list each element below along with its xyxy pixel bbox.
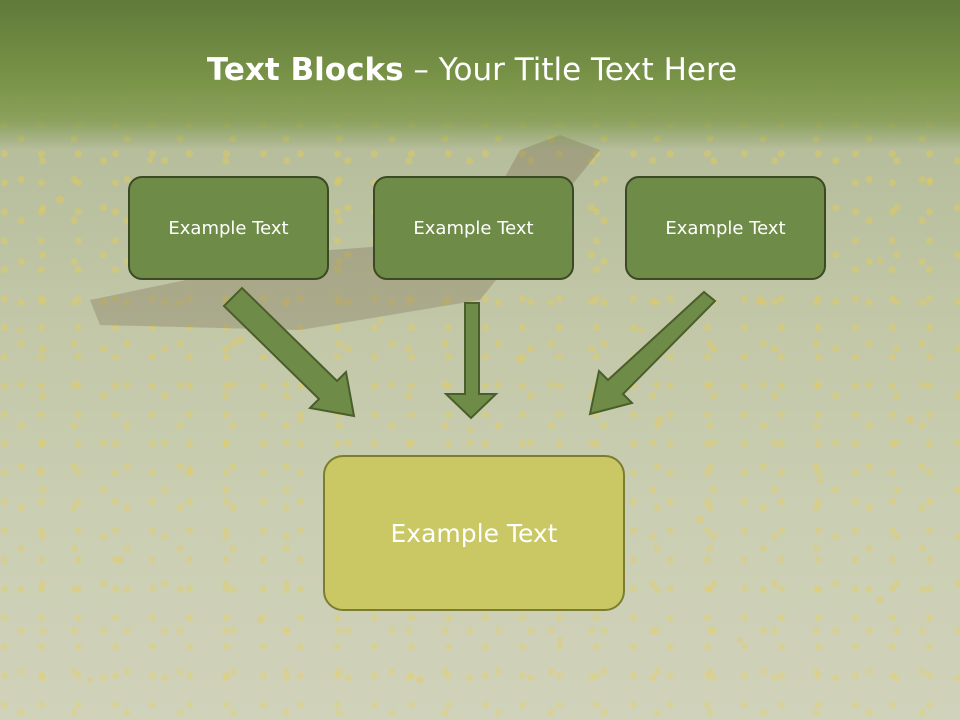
title-rest-part: Your Title Text Here <box>438 52 738 88</box>
title-band <box>0 0 960 150</box>
title-bold-part: Text Blocks <box>206 52 404 88</box>
arrow-center-down <box>443 302 499 420</box>
arrow-left-diagonal <box>222 286 356 418</box>
text-block-1-label: Example Text <box>168 217 289 239</box>
text-block-2-label: Example Text <box>413 217 534 239</box>
text-block-3-label: Example Text <box>665 217 786 239</box>
target-text-block-label: Example Text <box>390 518 558 548</box>
slide-title: Text Blocks – Your Title Text Here <box>0 52 944 88</box>
arrow-right-diagonal <box>588 290 717 416</box>
meadow-log-shape <box>90 135 600 330</box>
target-text-block[interactable]: Example Text <box>323 455 625 611</box>
text-block-1[interactable]: Example Text <box>128 176 329 280</box>
title-separator: – <box>403 52 439 88</box>
text-block-2[interactable]: Example Text <box>373 176 574 280</box>
text-block-3[interactable]: Example Text <box>625 176 826 280</box>
